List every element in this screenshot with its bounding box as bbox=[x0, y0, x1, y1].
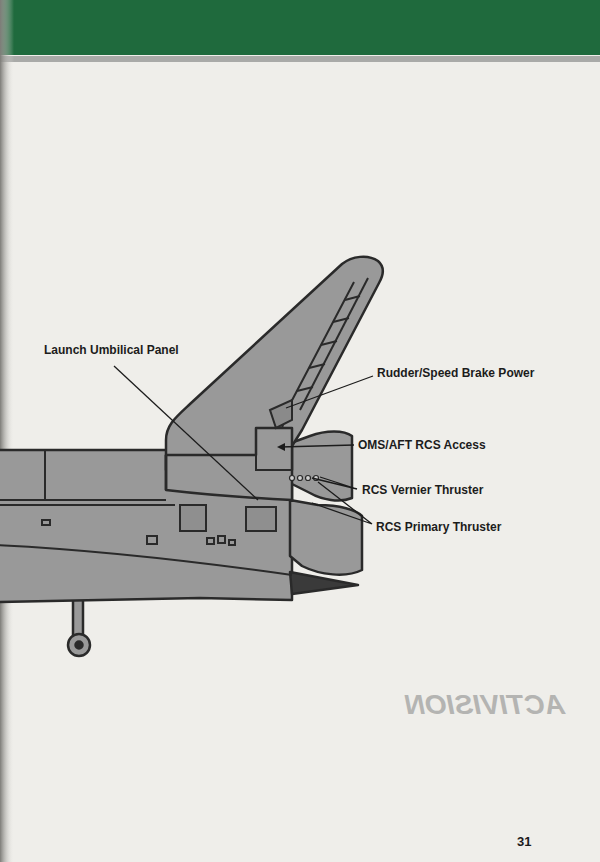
wheel-hub bbox=[76, 642, 83, 649]
aft-panel bbox=[180, 505, 206, 531]
leader-line bbox=[280, 445, 354, 447]
part-label: Rudder/Speed Brake Power bbox=[377, 366, 534, 380]
main-engine bbox=[290, 500, 362, 575]
small-port bbox=[147, 536, 157, 544]
rudder-panels bbox=[297, 296, 360, 391]
body-flap bbox=[290, 572, 358, 594]
small-port bbox=[229, 540, 235, 545]
leader-line bbox=[114, 366, 258, 500]
access-panel bbox=[256, 455, 292, 470]
binding-shadow bbox=[0, 0, 14, 862]
leader-line bbox=[286, 376, 373, 408]
watermark: ACTIVISION bbox=[405, 688, 565, 722]
gear-wheel bbox=[68, 634, 90, 656]
part-label: OMS/AFT RCS Access bbox=[358, 438, 486, 452]
header-bar bbox=[0, 0, 600, 55]
header-rule bbox=[0, 56, 600, 62]
small-port bbox=[207, 538, 214, 544]
wing-line bbox=[0, 545, 292, 575]
bay-door-line bbox=[44, 450, 46, 500]
glove-line bbox=[0, 504, 175, 506]
part-label: Launch Umbilical Panel bbox=[44, 343, 179, 357]
small-port bbox=[218, 536, 225, 543]
gear-strut bbox=[73, 598, 83, 636]
oms-nozzle bbox=[288, 432, 352, 501]
speed-brake-box bbox=[270, 400, 292, 428]
bay-line bbox=[0, 499, 166, 501]
shuttle-body bbox=[0, 257, 383, 656]
detail-lines bbox=[0, 278, 368, 575]
part-label: RCS Primary Thruster bbox=[376, 520, 501, 534]
small-port bbox=[42, 520, 50, 525]
part-label: RCS Vernier Thruster bbox=[362, 483, 483, 497]
oms-pod bbox=[166, 428, 292, 500]
leader-heads bbox=[277, 443, 285, 451]
umbilical-panel bbox=[246, 507, 276, 531]
leader-lines bbox=[114, 366, 373, 524]
page-number: 31 bbox=[517, 834, 531, 850]
pod-seam bbox=[165, 455, 168, 490]
